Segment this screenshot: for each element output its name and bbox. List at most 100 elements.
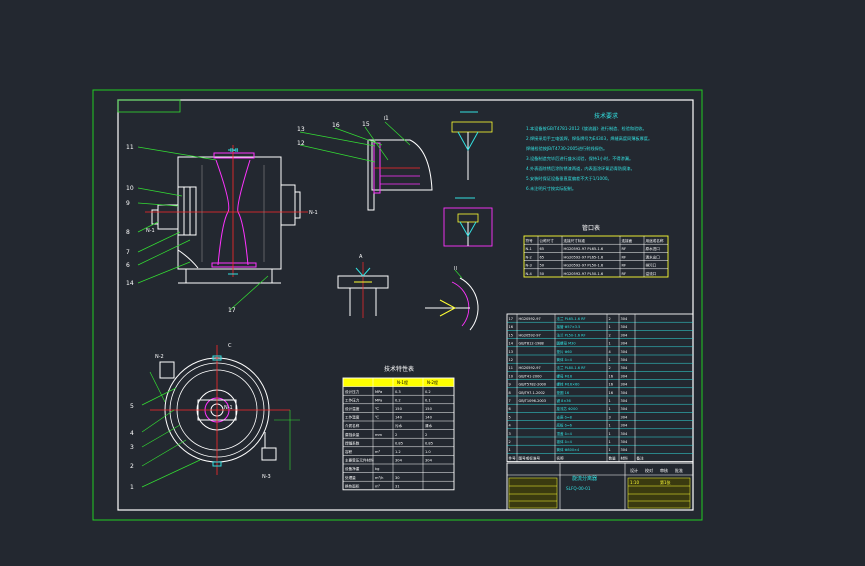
nozzle-table-cell: 65 — [540, 255, 545, 259]
nozzle-table-cell: HG20592-97 PL50-1.6 — [564, 272, 604, 276]
detail-curve-view: II I — [384, 116, 479, 331]
parts-list-cell: 1 — [609, 407, 611, 411]
spec-table-cell: 30 — [395, 476, 400, 480]
parts-list-cell: 2 — [509, 440, 511, 444]
nozzle-table-cell: 50 — [540, 272, 545, 276]
spec-table-cell: kg — [375, 467, 379, 471]
plan-center-label: N-1 — [224, 405, 233, 411]
parts-list-cell: 304 — [621, 317, 628, 321]
main-elevation-view — [137, 145, 308, 311]
parts-list-cell: 顶盖 δ=4 — [557, 431, 573, 436]
parts-list-cell: GB/T812-1988 — [519, 342, 544, 346]
parts-list-cell: 304 — [621, 407, 628, 411]
left-nozzle-label: N-1 — [146, 228, 155, 234]
spec-table-cell: MPa — [375, 390, 382, 394]
spec-table-cell: 换热面积 — [345, 483, 360, 488]
parts-list-cell: 3 — [509, 432, 511, 436]
nozzle-table-cell: RF — [622, 264, 627, 268]
detail-ii-view: A — [337, 254, 389, 318]
nozzle-table-header: 连接尺寸标准 — [564, 238, 586, 243]
note-line: 3.设备制造完毕后进行盛水试验，保持1小时，不得渗漏。 — [526, 155, 633, 162]
parts-list-cell: 4 — [509, 424, 512, 428]
nozzle-table-cell: HG20592-97 PL65-1.6 — [564, 255, 604, 259]
parts-list-cell: 3 — [609, 415, 611, 419]
title-block: 旋流分离器 SLFQ-00-01 1:10 第1张 设计校对审核批准 — [506, 462, 694, 511]
drawing-number: SLFQ-00-01 — [566, 486, 591, 491]
parts-list-cell: 304 — [621, 383, 628, 387]
parts-list-header: 备注 — [637, 455, 645, 460]
spec-table-cell: m² — [375, 484, 381, 488]
outer-frame — [92, 89, 703, 521]
note-line: 4.外表面除锈后涂防锈漆两道，内表面涂环氧沥青防腐漆。 — [526, 165, 635, 172]
parts-list-cell: 法兰 PL50-1.6 RF — [557, 332, 586, 337]
note-line: 2.焊接采用手工电弧焊，焊条牌号为E4303，焊缝高度同薄板厚度。 — [526, 135, 652, 142]
parts-list-cell: 304 — [621, 342, 628, 346]
spec-table-header: N-1程 — [397, 379, 408, 385]
parts-list-cell: HG20592-97 — [519, 317, 541, 321]
spec-table-header-bg — [343, 378, 454, 387]
nozzle-table-cell: 清水出口 — [646, 254, 661, 259]
spec-table-header: N-2程 — [427, 379, 438, 385]
parts-list-cell: 7 — [509, 399, 511, 403]
spec-table-cell: 处理量 — [345, 475, 356, 480]
label-8: 8 — [126, 229, 130, 236]
parts-list-cell: 17 — [509, 317, 513, 321]
parts-list-cell: 1 — [609, 358, 611, 362]
parts-list-cell: 5 — [509, 415, 511, 419]
note-line: 5.安装时保证设备垂直度偏差不大于1/1000。 — [526, 175, 612, 182]
spec-table-cell: 主要受压元件材料 — [345, 458, 374, 463]
parts-list-cell: 1 — [609, 424, 611, 428]
label-12: 12 — [297, 140, 305, 147]
spec-table-cell: 304 — [395, 459, 403, 463]
title-block-header: 设计 — [630, 467, 638, 473]
spec-table-cell: ℃ — [375, 407, 379, 411]
sheet-border — [117, 99, 694, 511]
parts-list-cell: 12 — [509, 358, 513, 362]
parts-list-cell: 锥体 δ=4 — [557, 439, 573, 444]
parts-list-cell: 304 — [621, 333, 628, 337]
drawing-name: 旋流分离器 — [572, 475, 597, 482]
spec-table-cell: 焊缝系数 — [345, 440, 360, 445]
spec-table-cell: 0.85 — [425, 441, 433, 445]
title-block-header: 校对 — [645, 467, 653, 473]
label-6: 6 — [126, 262, 130, 269]
spec-table-cell: 1.2 — [395, 450, 401, 454]
parts-list-cell: 1 — [609, 440, 611, 444]
note-line: 6.未注明尺寸按实际配制。 — [526, 185, 576, 192]
plan-top-label: N-2 — [155, 354, 164, 360]
parts-list-header: 名称 — [557, 455, 565, 460]
nozzle-n1-label: N-1 — [309, 210, 318, 216]
parts-list-cell: 304 — [621, 391, 628, 395]
parts-list-cell: GB/T5782-2000 — [519, 383, 547, 387]
nozzle-table-cell: RF — [622, 247, 627, 251]
parts-list-cell: 10 — [509, 374, 513, 378]
parts-list-cell: 6 — [509, 407, 511, 411]
spec-table-cell: 0.3 — [395, 390, 401, 394]
parts-list-cell: 1 — [509, 448, 511, 452]
nozzle-table-header: 公称尺寸 — [540, 238, 555, 243]
spec-table-cell: 污水 — [395, 423, 403, 428]
parts-list-cell: 筒体 δ=4 — [557, 357, 573, 362]
drawing-sheet: 第1张 — [660, 479, 671, 485]
main-view-labels: 11 10 9 8 7 6 14 17 B-B N-1 N-1 — [126, 144, 318, 314]
nozzle-table-cell: N-2 — [526, 255, 532, 259]
parts-list-cell: 16 — [609, 383, 613, 387]
parts-list-cell: 304 — [621, 399, 628, 403]
weld-detail-top — [451, 111, 493, 180]
parts-list-cell: 304 — [621, 440, 628, 444]
parts-list-cell: 2 — [609, 366, 611, 370]
parts-list-cell: 1 — [609, 432, 611, 436]
spec-table-cell: m³/h — [375, 476, 383, 480]
parts-list-cell: 2 — [609, 317, 611, 321]
spec-table-cell: 设备净重 — [345, 466, 360, 471]
parts-list-cell: 16 — [609, 391, 613, 395]
parts-list-cell: 11 — [509, 366, 513, 370]
parts-list-cell: 键 8×36 — [557, 398, 571, 403]
technical-notes: 技术要求 1.本设备按GB/T4781-2012《旋流器》进行制造、检验和验收。… — [526, 112, 652, 192]
parts-list-cell: 16 — [609, 374, 613, 378]
section-ii-mark: II — [454, 266, 457, 272]
label-1: 1 — [385, 115, 389, 122]
